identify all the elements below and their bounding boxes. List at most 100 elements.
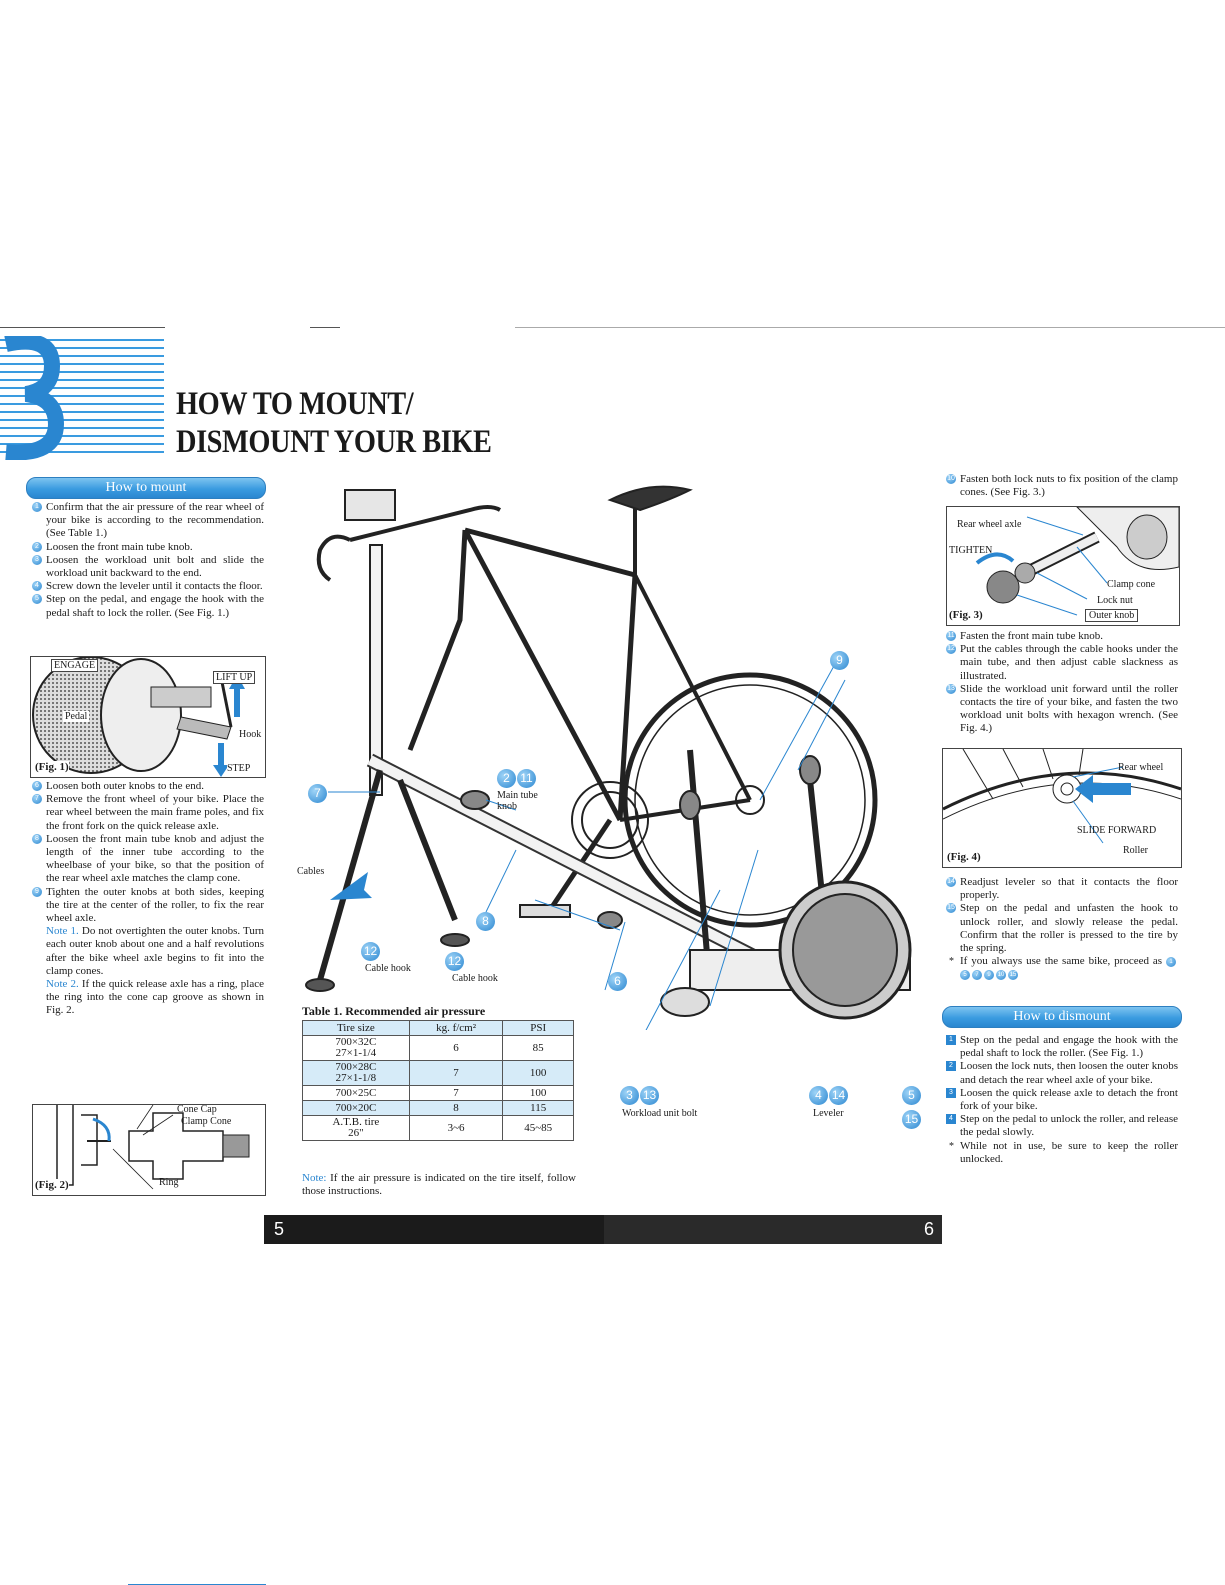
step-text: Fasten the front main tube knob. [960, 630, 1103, 642]
fig1-pedal-label: Pedal [63, 711, 90, 722]
main-tube-knob-label: Main tube knob [497, 790, 538, 812]
fig4-roller-label: Roller [1123, 845, 1148, 856]
fig1-step-label: STEP [227, 763, 251, 774]
step-dot: 7 [972, 969, 982, 980]
table-note: Note: If the air pressure is indicated o… [302, 1172, 576, 1198]
diagram-badge-5: 5 [902, 1086, 921, 1105]
fig1-illustration [32, 657, 245, 777]
step-number: 2 [32, 541, 42, 552]
diagram-badge-7: 7 [308, 784, 327, 803]
table-cell: 6 [408, 1035, 504, 1061]
table-header: Tire size [302, 1020, 410, 1036]
list-item: 11 Fasten the front main tube knob. [946, 630, 1178, 643]
diagram-badge-4: 4 [809, 1086, 828, 1105]
step-dot: 15 [1008, 969, 1018, 980]
step-number: 14 [946, 877, 956, 887]
step-text: Loosen the lock nuts, then loosen the ou… [960, 1060, 1178, 1086]
step-text: Loosen both outer knobs to the end. [46, 780, 204, 792]
list-item: 4 Step on the pedal to unlock the roller,… [946, 1113, 1178, 1139]
note-1-text: Do not overtighten the outer knobs. Turn… [46, 925, 265, 977]
step-number: 11 [946, 631, 956, 641]
fig3-tighten-label: TIGHTEN [949, 545, 993, 556]
diagram-badge-8: 8 [476, 912, 495, 931]
mount-steps-11-13: 11 Fasten the front main tube knob. 12 Put… [946, 630, 1178, 736]
figure-1: ENGAGE LIFT UP Pedal Hook (Fig. 1) STEP [30, 656, 266, 778]
step-text: Step on the pedal to unlock the roller, … [960, 1113, 1178, 1139]
diagram-badge-11: 11 [517, 769, 536, 788]
step-text: Put the cables through the cable hooks u… [960, 643, 1178, 682]
step-text: Fasten both lock nuts to fix position of… [960, 473, 1178, 499]
step-number: 10 [946, 474, 956, 484]
step-number: 4 [946, 1114, 956, 1125]
same-bike-text: If you always use the same bike, proceed… [960, 955, 1163, 968]
heading-line-2: DISMOUNT YOUR BIKE [176, 424, 492, 460]
table-cell: 100 [502, 1060, 574, 1086]
step-number: 13 [946, 683, 956, 694]
heading-line-1: HOW TO MOUNT/ [176, 386, 414, 422]
table-cell: 115 [502, 1100, 574, 1116]
table-cell: 3~6 [408, 1115, 504, 1141]
fig2-clamp-cone-label: Clamp Cone [181, 1116, 232, 1127]
fig2-illustration [56, 1105, 250, 1190]
diagram-badge-12b: 12 [445, 952, 464, 971]
how-to-dismount-title: How to dismount [942, 1006, 1182, 1028]
unlocked-note-text: While not in use, be sure to keep the ro… [960, 1139, 1178, 1165]
diagram-badge-12a: 12 [361, 942, 380, 961]
fig2-ring-label: Ring [159, 1177, 179, 1188]
step-text: Readjust leveler so that it contacts the… [960, 876, 1178, 902]
mount-step-10: 10 Fasten both lock nuts to fix position … [946, 473, 1178, 499]
step-dot: 9 [984, 969, 994, 980]
step-text: Screw down the leveler until it contacts… [46, 580, 263, 593]
fig2-cone-cap-label: Cone Cap [177, 1104, 217, 1115]
step-text: Confirm that the air pressure of the rea… [46, 501, 264, 540]
list-item: 14 Readjust leveler so that it contacts t… [946, 876, 1178, 902]
fig4-illustration [943, 749, 1181, 844]
step-number: 2 [946, 1061, 956, 1072]
step-text: Step on the pedal, and engage the hook w… [46, 593, 264, 619]
note-2-label: Note 2. [46, 978, 79, 991]
table-row: 700×32C 27×1-1/4 6 85 [302, 1035, 574, 1061]
diagram-badge-2: 2 [497, 769, 516, 788]
table-cell: 700×20C [302, 1100, 410, 1116]
table-cell: 100 [502, 1085, 574, 1101]
step-text: Loosen the workload unit bolt and slide … [46, 553, 264, 580]
table-caption: Table 1. Recommended air pressure [302, 1004, 486, 1018]
list-item: 13 Slide the workload unit forward until … [946, 683, 1178, 736]
step-text: Remove the front wheel of your bike. Pla… [46, 793, 264, 832]
fig4-slide-label: SLIDE FORWARD [1077, 825, 1157, 836]
asterisk-icon: * [949, 956, 954, 968]
table-note-label: Note: [302, 1172, 327, 1184]
table-row: 700×28C 27×1-1/8 7 100 [302, 1060, 574, 1086]
fig2-caption: (Fig. 2) [35, 1179, 69, 1191]
page-number-right: 6 [923, 1219, 934, 1239]
list-item: 2 Loosen the lock nuts, then loosen the o… [946, 1060, 1178, 1086]
table-header-row: Tire size kg. f/cm² PSI [302, 1020, 574, 1036]
diagram-badge-15: 15 [902, 1110, 921, 1129]
note-1-label: Note 1. [46, 925, 79, 938]
table-header: PSI [502, 1020, 574, 1036]
fig3-illustration [975, 507, 1179, 616]
diagram-badge-14: 14 [829, 1086, 848, 1105]
cable-hook-label-1: Cable hook [365, 963, 411, 974]
step-text: Slide the workload unit forward until th… [960, 682, 1178, 735]
figure-3: Rear wheel axle TIGHTEN Clamp cone Lock … [946, 506, 1180, 626]
step-number: 1 [946, 1035, 956, 1045]
top-rule-mid [310, 327, 340, 328]
step-number: 12 [946, 644, 956, 655]
table-note-text: If the air pressure is indicated on the … [302, 1172, 577, 1198]
table-cell: 7 [408, 1060, 504, 1086]
table-cell: 85 [502, 1035, 574, 1061]
fig4-rear-wheel-label: Rear wheel [1118, 762, 1164, 773]
figure-4: Rear wheel SLIDE FORWARD Roller (Fig. 4) [942, 748, 1182, 868]
note-1: Note 1. Do not overtighten the outer kno… [32, 925, 264, 978]
step-text: Loosen the front main tube knob and adju… [46, 832, 264, 885]
diagram-badge-9: 9 [830, 651, 849, 670]
table-cell: 700×32C 27×1-1/4 [302, 1035, 410, 1061]
